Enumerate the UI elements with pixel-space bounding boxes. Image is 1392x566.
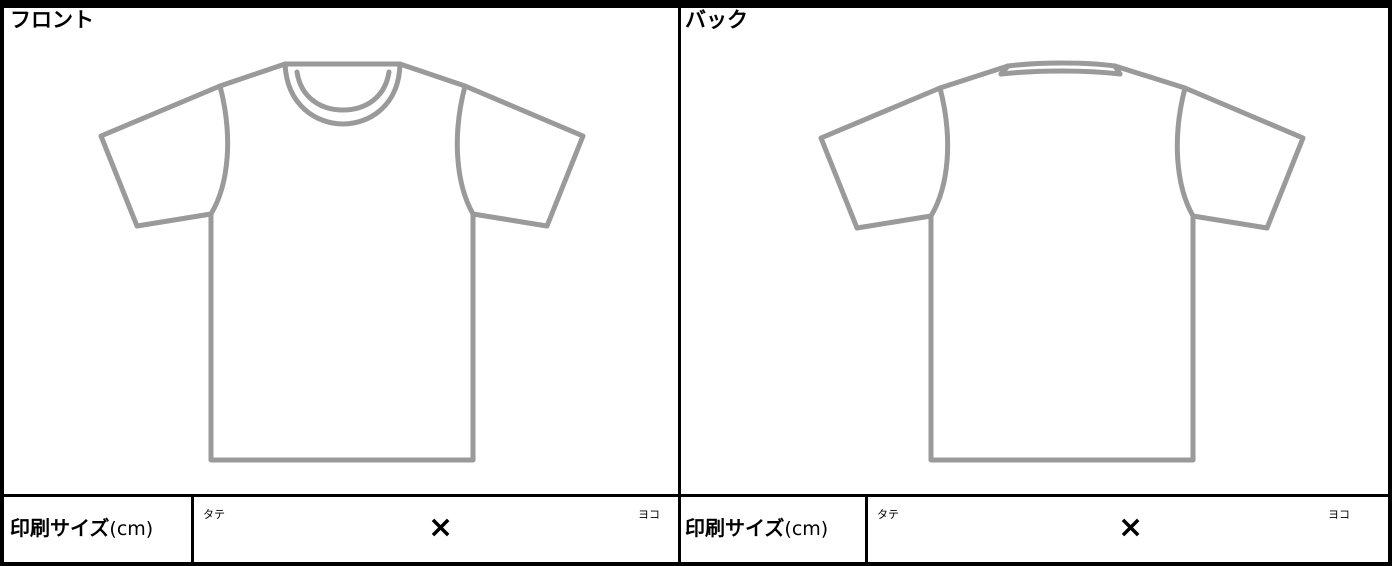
- front-print-size-label: 印刷サイズ(cm): [10, 512, 153, 541]
- front-title: フロント: [10, 8, 94, 32]
- back-size-cell-divider: [865, 494, 868, 566]
- size-row-divider: [0, 494, 1392, 497]
- front-width-label: ヨコ: [638, 508, 660, 521]
- back-title: バック: [685, 8, 748, 32]
- center-divider: [678, 0, 681, 566]
- back-print-size-label: 印刷サイズ(cm): [685, 512, 828, 541]
- front-size-cell-divider: [191, 494, 194, 566]
- front-height-label: タテ: [203, 508, 225, 521]
- back-height-label: タテ: [877, 508, 899, 521]
- back-unit-label: (cm): [784, 518, 829, 540]
- back-times-sign: ×: [1118, 510, 1144, 545]
- back-print-size-text: 印刷サイズ: [685, 516, 785, 540]
- tshirt-front-icon: [95, 54, 595, 474]
- front-times-sign: ×: [428, 510, 454, 545]
- tshirt-back-icon: [815, 54, 1315, 474]
- front-print-size-text: 印刷サイズ: [10, 516, 110, 540]
- front-unit-label: (cm): [109, 518, 154, 540]
- back-width-label: ヨコ: [1328, 508, 1350, 521]
